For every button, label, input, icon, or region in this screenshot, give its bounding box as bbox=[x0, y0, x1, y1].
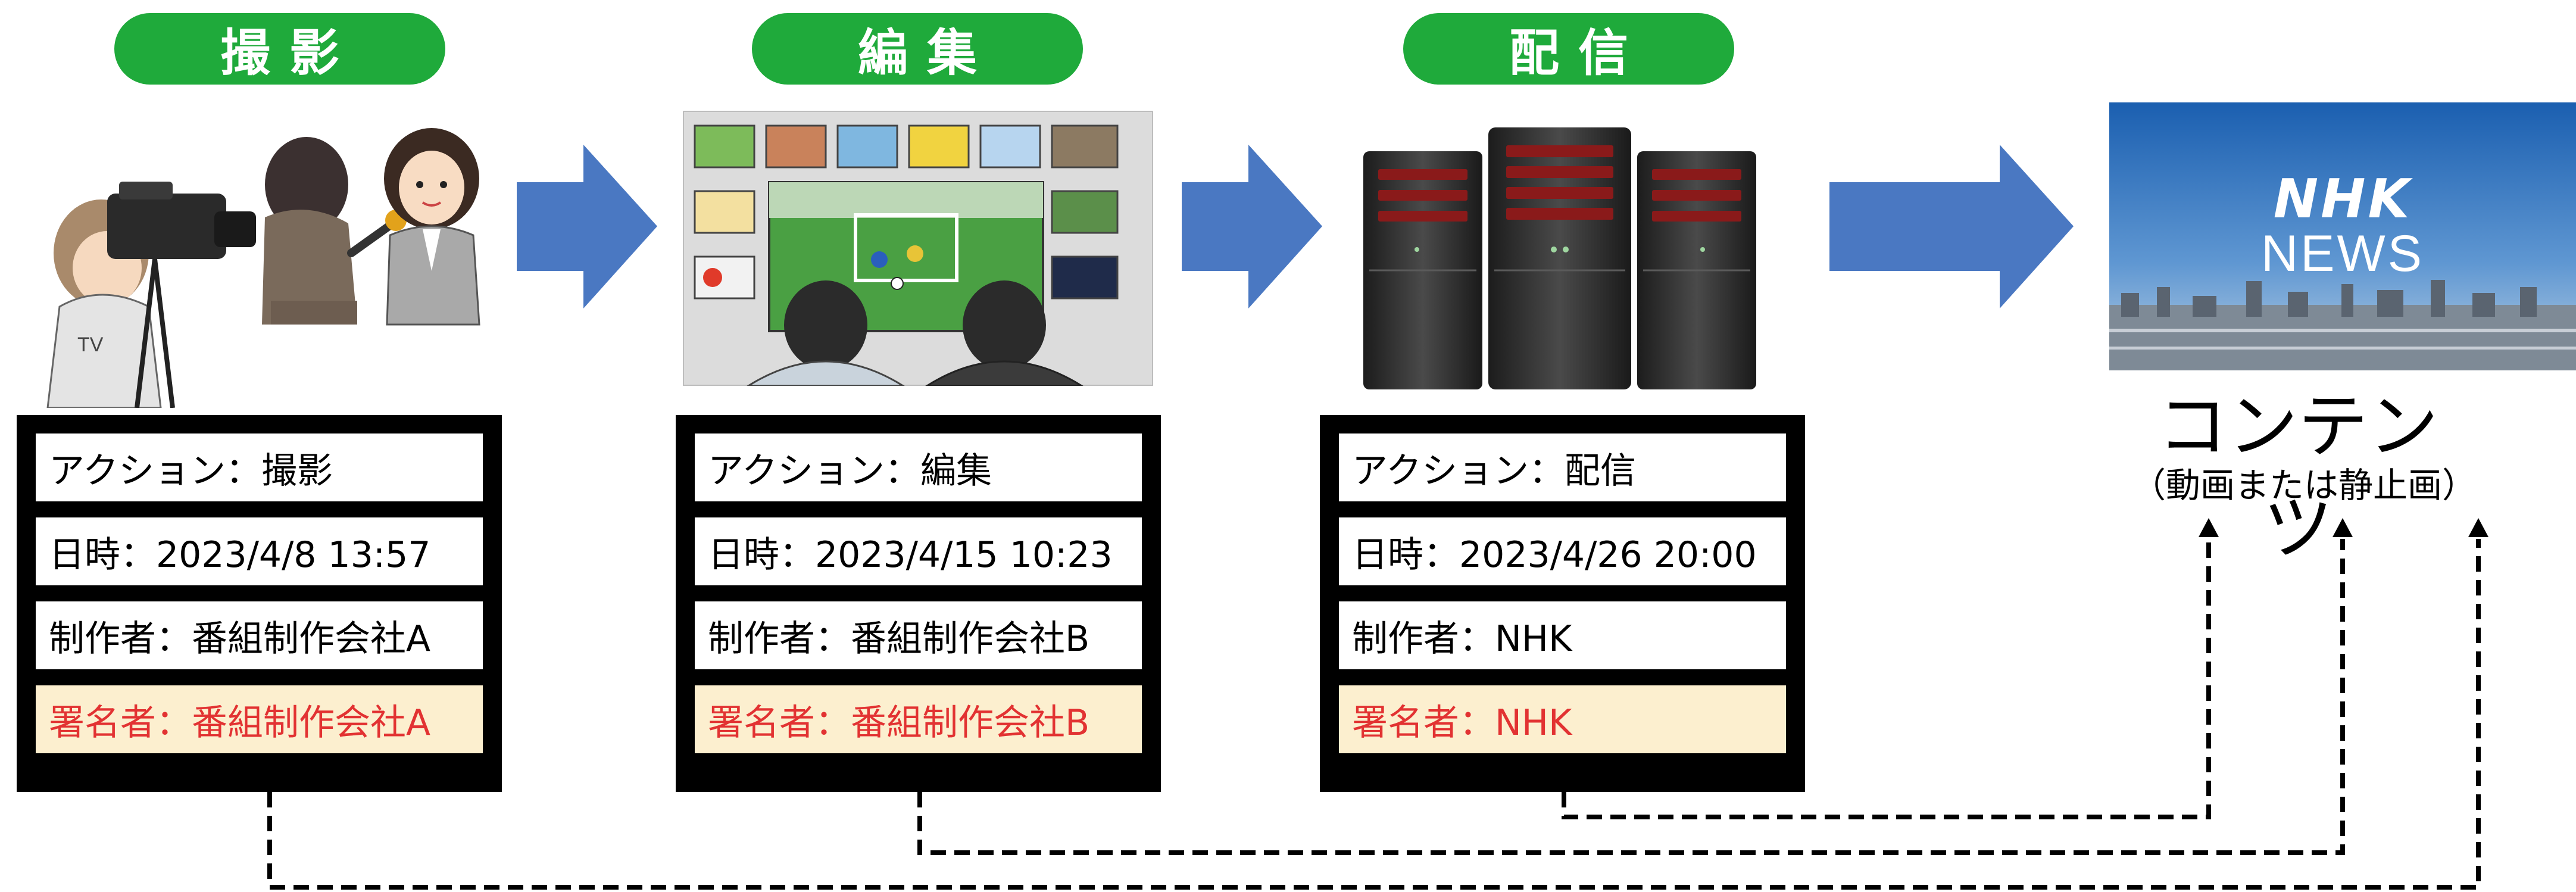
nhk-logo-text: NHK bbox=[2273, 168, 2412, 230]
metadata-card-editing: アクション：編集 日時：2023/4/15 10:23 制作者：番組制作会社B … bbox=[676, 415, 1161, 792]
server-tower-illustration bbox=[1363, 127, 1756, 389]
arrowhead-icon bbox=[2333, 518, 2353, 537]
camera-crew-interview-illustration: TV bbox=[46, 128, 480, 408]
link-line-shooting bbox=[267, 539, 2481, 890]
flow-arrow-editing-to-distribution bbox=[1182, 145, 1322, 308]
card-datetime: 日時：2023/4/8 13:57 bbox=[36, 517, 483, 585]
card-datetime: 日時：2023/4/26 20:00 bbox=[1339, 517, 1786, 585]
svg-text:TV: TV bbox=[77, 333, 104, 356]
content-subtitle: （動画または静止画） bbox=[2131, 465, 2477, 506]
stage-label-shooting: 撮影 bbox=[114, 13, 445, 85]
flow-arrow-distribution-to-content bbox=[1829, 145, 2074, 308]
card-datetime: 日時：2023/4/15 10:23 bbox=[695, 517, 1142, 585]
card-signer: 署名者：NHK bbox=[1339, 685, 1786, 753]
card-signer: 署名者：番組制作会社B bbox=[695, 685, 1142, 753]
card-producer: 制作者：番組制作会社B bbox=[695, 601, 1142, 669]
metadata-card-distribution: アクション：配信 日時：2023/4/26 20:00 制作者：NHK 署名者：… bbox=[1320, 415, 1805, 792]
metadata-card-shooting: アクション：撮影 日時：2023/4/8 13:57 制作者：番組制作会社A 署… bbox=[17, 415, 502, 792]
editing-room-monitors-illustration bbox=[683, 111, 1153, 386]
arrowhead-icon bbox=[2468, 518, 2488, 537]
card-producer: 制作者：NHK bbox=[1339, 601, 1786, 669]
stage-label-distribution: 配信 bbox=[1403, 13, 1734, 85]
arrowhead-icon bbox=[2199, 518, 2219, 537]
card-producer: 制作者：番組制作会社A bbox=[36, 601, 483, 669]
flow-arrow-shooting-to-editing bbox=[517, 145, 657, 308]
content-title: コンテンツ bbox=[2157, 385, 2438, 569]
card-action: アクション：配信 bbox=[1339, 433, 1786, 501]
card-signer: 署名者：番組制作会社A bbox=[36, 685, 483, 753]
link-line-distribution bbox=[1562, 539, 2211, 819]
stage-label-editing: 編集 bbox=[752, 13, 1083, 85]
card-action: アクション：撮影 bbox=[36, 433, 483, 501]
news-logo-text: NEWS bbox=[2261, 225, 2424, 282]
nhk-news-thumbnail: NHK NEWS bbox=[2109, 102, 2576, 370]
card-action: アクション：編集 bbox=[695, 433, 1142, 501]
link-line-editing bbox=[917, 539, 2345, 855]
